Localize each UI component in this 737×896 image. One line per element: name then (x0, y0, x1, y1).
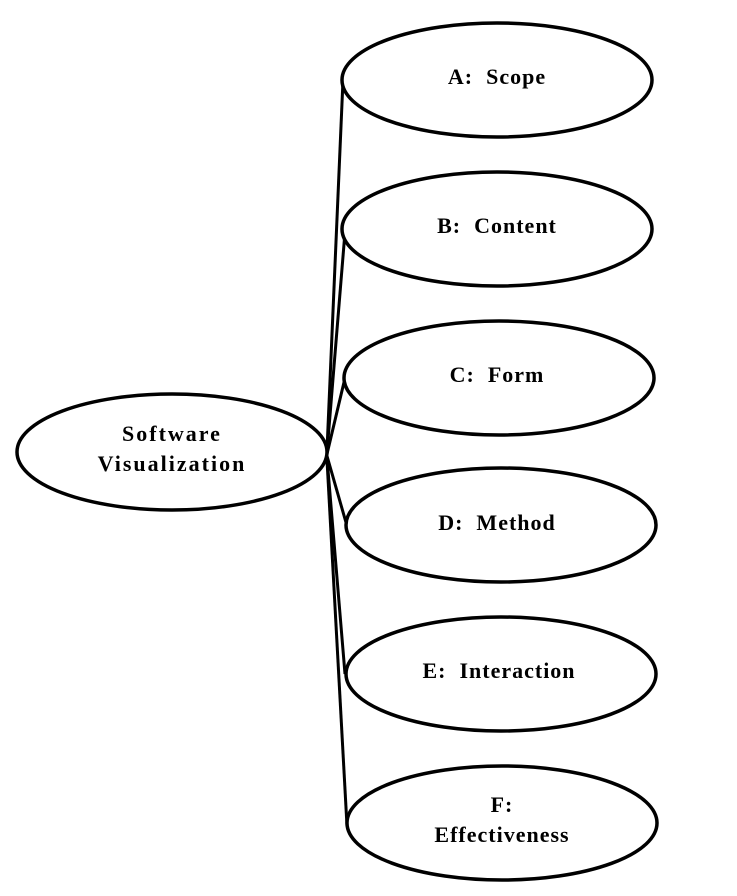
connector-a (325, 79, 345, 451)
child-label-b: B: Content (437, 213, 557, 238)
child-label-f-line1: F: (491, 792, 514, 817)
root-node: Software Visualization (15, 392, 329, 512)
connector-d (325, 455, 349, 527)
root-label-line1: Software (122, 421, 222, 446)
connectors (325, 79, 349, 827)
child-label-c: C: Form (450, 362, 545, 387)
root-ellipse (15, 392, 329, 512)
child-label-a: A: Scope (448, 64, 546, 89)
child-label-f-line2: Effectiveness (434, 822, 569, 847)
child-label-e: E: Interaction (422, 658, 575, 683)
child-node-b: B: Content (340, 170, 654, 288)
child-label-d: D: Method (438, 510, 556, 535)
root-label-line2: Visualization (98, 451, 247, 476)
child-ellipse-d (344, 466, 658, 584)
child-node-c: C: Form (342, 319, 656, 437)
child-ellipse-b (340, 170, 654, 288)
child-node-f: F: Effectiveness (345, 764, 659, 882)
child-ellipse-e (344, 615, 658, 733)
connector-b (325, 231, 347, 453)
child-ellipse-f (345, 764, 659, 882)
child-ellipse-a (340, 21, 654, 139)
child-node-d: D: Method (344, 466, 658, 584)
connector-f (325, 459, 349, 827)
child-node-e: E: Interaction (344, 615, 658, 733)
child-node-a: A: Scope (340, 21, 654, 139)
connector-c (325, 377, 347, 455)
child-ellipse-c (342, 319, 656, 437)
